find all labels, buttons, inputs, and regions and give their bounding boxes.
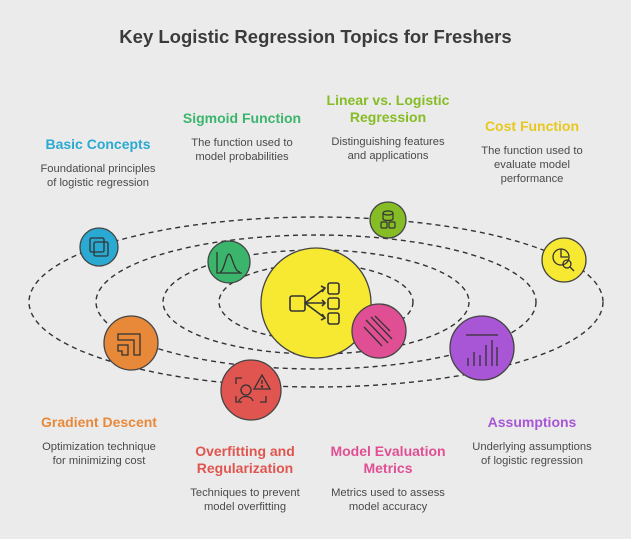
orbit-third	[95, 234, 537, 370]
topic-description: Distinguishing features and applications	[331, 136, 445, 162]
topic-title: Cost Function	[484, 118, 580, 134]
topic-overfitting-regularization: Overfitting and Regularization Technique…	[170, 443, 320, 514]
topic-title: Basic Concepts	[45, 136, 151, 152]
topic-basic-concepts: Basic Concepts Foundational principles o…	[14, 136, 182, 190]
topic-linear-vs-logistic: Linear vs. Logistic Regression Distingui…	[310, 92, 466, 163]
topic-description: Foundational principles of logistic regr…	[40, 163, 156, 189]
topic-sigmoid-function: Sigmoid Function The function used to mo…	[166, 110, 318, 164]
node-cost-function	[541, 237, 587, 283]
orbit-outer	[28, 216, 604, 388]
topic-title: Gradient Descent	[41, 414, 157, 430]
orbit-second	[162, 249, 470, 355]
node-basic-concepts	[79, 227, 119, 267]
bar-chart-icon	[466, 334, 498, 366]
node-model-evaluation-metrics	[351, 303, 407, 359]
warning-scan-icon	[235, 373, 272, 403]
topic-assumptions: Assumptions Underlying assumptions of lo…	[452, 414, 612, 468]
descending-arrow-icon	[117, 333, 141, 356]
copy-squares-icon	[89, 237, 109, 257]
topic-cost-function: Cost Function The function used to evalu…	[460, 118, 604, 186]
topic-title: Sigmoid Function	[182, 110, 302, 126]
page-title: Key Logistic Regression Topics for Fresh…	[119, 26, 512, 47]
sigmoid-curve-icon	[216, 252, 242, 274]
node-overfitting-regularization	[220, 359, 282, 421]
meteor-streaks-icon	[363, 315, 393, 347]
topic-title: Assumptions	[487, 414, 577, 430]
node-linear-vs-logistic	[369, 201, 407, 239]
node-assumptions	[449, 315, 515, 381]
topic-description: Techniques to prevent model overfitting	[190, 487, 300, 513]
topic-title: Model Evaluation Metrics	[330, 443, 446, 476]
topic-description: The function used to model probabilities	[191, 137, 293, 163]
pie-chart-search-icon	[552, 248, 575, 272]
topic-model-evaluation-metrics: Model Evaluation Metrics Metrics used to…	[310, 443, 466, 514]
topic-title: Linear vs. Logistic Regression	[326, 92, 450, 125]
topic-description: The function used to evaluate model perf…	[481, 145, 583, 185]
topic-description: Underlying assumptions of logistic regre…	[472, 441, 592, 467]
node-gradient-descent	[103, 315, 159, 371]
topic-title: Overfitting and Regularization	[195, 443, 295, 476]
flow-network-icon	[289, 282, 340, 325]
topic-description: Metrics used to assess model accuracy	[331, 487, 445, 513]
node-sigmoid-function	[207, 240, 251, 284]
topic-description: Optimization technique for minimizing co…	[42, 441, 156, 467]
topic-gradient-descent: Gradient Descent Optimization technique …	[20, 414, 178, 468]
database-blocks-icon	[380, 210, 396, 229]
center-node	[260, 247, 372, 359]
